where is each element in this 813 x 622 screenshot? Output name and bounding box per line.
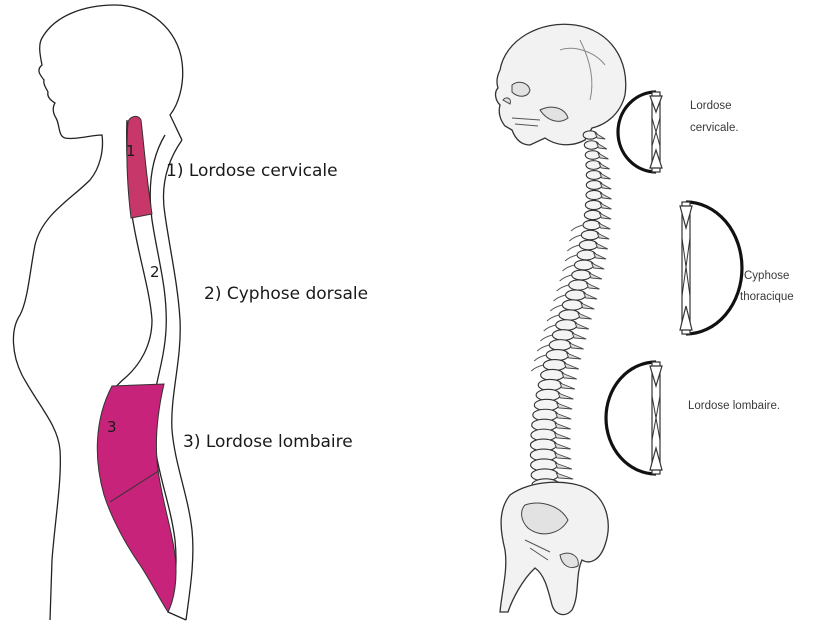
segment-1-number: 1 [126, 142, 136, 160]
spinous-process [598, 153, 608, 159]
vertebra [579, 240, 597, 250]
cervical-label-line1: Lordose [690, 100, 732, 112]
skeleton-panel: Lordose cervicale. Cyphose thoracique Lo… [496, 24, 794, 614]
spinous-process [569, 343, 583, 349]
segment-1-cervical [127, 116, 152, 218]
spinous-process [555, 433, 571, 439]
segment-3-number: 3 [107, 418, 117, 436]
spinous-process [595, 133, 605, 139]
segment-1-label: 1) Lordose cervicale [166, 161, 338, 181]
spinous-process [578, 313, 592, 319]
spinous-process [600, 193, 611, 199]
vertebra [586, 181, 602, 190]
rib-stub [565, 255, 577, 261]
vertebra [586, 161, 601, 170]
spinous-process [556, 413, 572, 419]
spinous-process [555, 443, 571, 449]
spinous-process [564, 363, 579, 369]
vertebra [562, 300, 583, 310]
rib-stub [554, 295, 566, 301]
body-silhouette-panel: 1 2 3 1) Lordose cervicale 2) Cyphose do… [13, 5, 368, 620]
thoracic-label-line2: thoracique [740, 291, 794, 303]
vertebra [586, 190, 602, 199]
rib-stub [531, 365, 543, 371]
spinous-process [599, 163, 610, 169]
rib-stub [540, 335, 552, 341]
spinous-process [555, 463, 572, 469]
rib-stub [567, 245, 579, 251]
thoracic-kyphosis-indicator: Cyphose thoracique [680, 202, 794, 334]
vertebra [577, 250, 596, 260]
pelvis-illustration [500, 482, 608, 614]
cervical-label-line2: cervicale. [690, 122, 739, 134]
vertebra [569, 280, 589, 290]
rib-stub [562, 265, 574, 271]
spinous-process [556, 473, 573, 479]
spinous-process [592, 263, 605, 269]
rib-stub [571, 225, 583, 231]
spinous-process [600, 183, 611, 189]
vertebral-column [530, 131, 611, 501]
spinous-process [594, 253, 606, 259]
spinous-process [567, 353, 581, 359]
spinous-process [589, 273, 602, 279]
spinous-process [560, 383, 575, 389]
vertebra [556, 320, 577, 331]
vertebra [585, 200, 602, 209]
rib-stub [569, 235, 581, 241]
rib-stub [547, 315, 559, 321]
rib-stub [544, 325, 556, 331]
segment-2-number: 2 [150, 263, 160, 281]
spinous-process [600, 173, 611, 179]
vertebra [559, 310, 580, 320]
rib-stub [537, 345, 549, 351]
lumbar-lordosis-indicator: Lordose lombaire. [606, 362, 780, 474]
spinous-process [599, 213, 611, 219]
vertebra [541, 369, 564, 380]
spinous-process [597, 143, 607, 149]
rib-stub [534, 355, 546, 361]
thoracic-label-line1: Cyphose [744, 270, 789, 282]
segment-3-label: 3) Lordose lombaire [183, 432, 353, 452]
spinous-process [572, 333, 586, 339]
vertebra [584, 141, 598, 150]
lumbar-label: Lordose lombaire. [688, 400, 780, 412]
vertebra [574, 260, 593, 270]
rib-stub [550, 305, 562, 311]
spinous-process [600, 203, 611, 209]
vertebra [583, 131, 597, 139]
vertebra [552, 330, 574, 341]
spinous-process [562, 373, 577, 379]
vertebra [584, 210, 601, 219]
vertebra [572, 270, 591, 280]
vertebra [566, 290, 586, 300]
spinous-process [555, 423, 571, 429]
vertebra [543, 360, 566, 371]
skull-illustration [496, 24, 626, 145]
spinous-process [557, 403, 572, 409]
spinous-process [558, 393, 573, 399]
rib-stub [560, 275, 572, 281]
spinous-process [596, 243, 608, 249]
vertebra [583, 220, 601, 229]
spinous-process [584, 293, 597, 299]
vertebra [549, 340, 571, 351]
segment-2-label: 2) Cyphose dorsale [204, 284, 368, 304]
spinous-process [599, 223, 611, 229]
spinous-process [555, 453, 571, 459]
vertebra [585, 151, 600, 160]
vertebra [586, 171, 602, 180]
spinous-process [587, 283, 600, 289]
spinous-process [581, 303, 594, 309]
spinous-process [575, 323, 589, 329]
cervical-lordosis-indicator: Lordose cervicale. [618, 92, 739, 172]
rib-stub [557, 285, 569, 291]
vertebra [581, 230, 599, 240]
spinous-process [597, 233, 609, 239]
vertebra [546, 350, 569, 361]
